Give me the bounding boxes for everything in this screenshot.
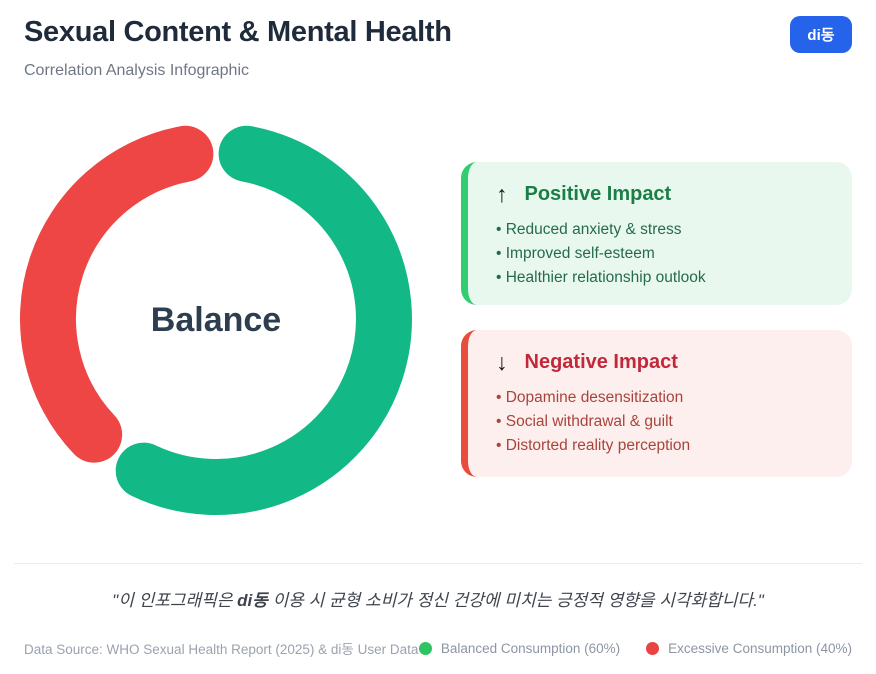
data-source-text: Data Source: WHO Sexual Health Report (2… <box>24 642 419 657</box>
page-subtitle: Correlation Analysis Infographic <box>24 62 250 79</box>
donut-segment-excessive <box>20 125 214 463</box>
legend-label: Excessive Consumption (40%) <box>668 640 852 656</box>
positive-impact-card: ↑ Positive Impact Reduced anxiety & stre… <box>461 162 852 305</box>
positive-card-header: ↑ Positive Impact <box>496 183 832 206</box>
brand-button[interactable]: di동 <box>790 16 852 53</box>
list-item: Distorted reality perception <box>496 434 832 458</box>
legend-item-balanced: Balanced Consumption (60%) <box>418 640 621 656</box>
quote-open: "이 인포그래픽은 <box>112 591 233 610</box>
list-item: Reduced anxiety & stress <box>496 218 832 242</box>
arrow-down-icon: ↓ <box>496 349 508 375</box>
divider <box>14 563 862 564</box>
quote-brand: di동 <box>237 591 268 610</box>
negative-card-header: ↓ Negative Impact <box>496 351 832 374</box>
donut-chart-svg: Balance <box>20 125 412 515</box>
footer: Data Source: WHO Sexual Health Report (2… <box>24 636 852 660</box>
page-title: Sexual Content & Mental Health <box>24 16 452 48</box>
chart-legend: Balanced Consumption (60%) Excessive Con… <box>418 640 852 656</box>
legend-item-excessive: Excessive Consumption (40%) <box>646 641 852 656</box>
legend-label: Balanced Consumption (60%) <box>440 640 621 656</box>
list-item: Healthier relationship outlook <box>496 266 832 290</box>
list-item: Social withdrawal & guilt <box>496 410 832 434</box>
positive-card-list: Reduced anxiety & stress Improved self-e… <box>496 218 832 290</box>
negative-impact-card: ↓ Negative Impact Dopamine desensitizati… <box>461 330 852 477</box>
quote-text: "이 인포그래픽은 di동 이용 시 균형 소비가 정신 건강에 미치는 긍정적… <box>0 586 876 611</box>
red-dot-icon <box>646 641 660 655</box>
list-item: Improved self-esteem <box>496 242 832 266</box>
donut-center-label: Balance <box>151 301 281 339</box>
green-dot-icon <box>418 641 432 655</box>
donut-chart: Balance <box>20 123 412 515</box>
negative-card-title: Negative Impact <box>524 351 678 373</box>
negative-card-list: Dopamine desensitization Social withdraw… <box>496 386 832 458</box>
arrow-up-icon: ↑ <box>496 181 508 207</box>
list-item: Dopamine desensitization <box>496 386 832 410</box>
donut-segment-balanced <box>115 125 412 515</box>
quote-close: 이용 시 균형 소비가 정신 건강에 미치는 긍정적 영향을 시각화합니다." <box>272 591 764 610</box>
positive-card-title: Positive Impact <box>524 183 672 205</box>
